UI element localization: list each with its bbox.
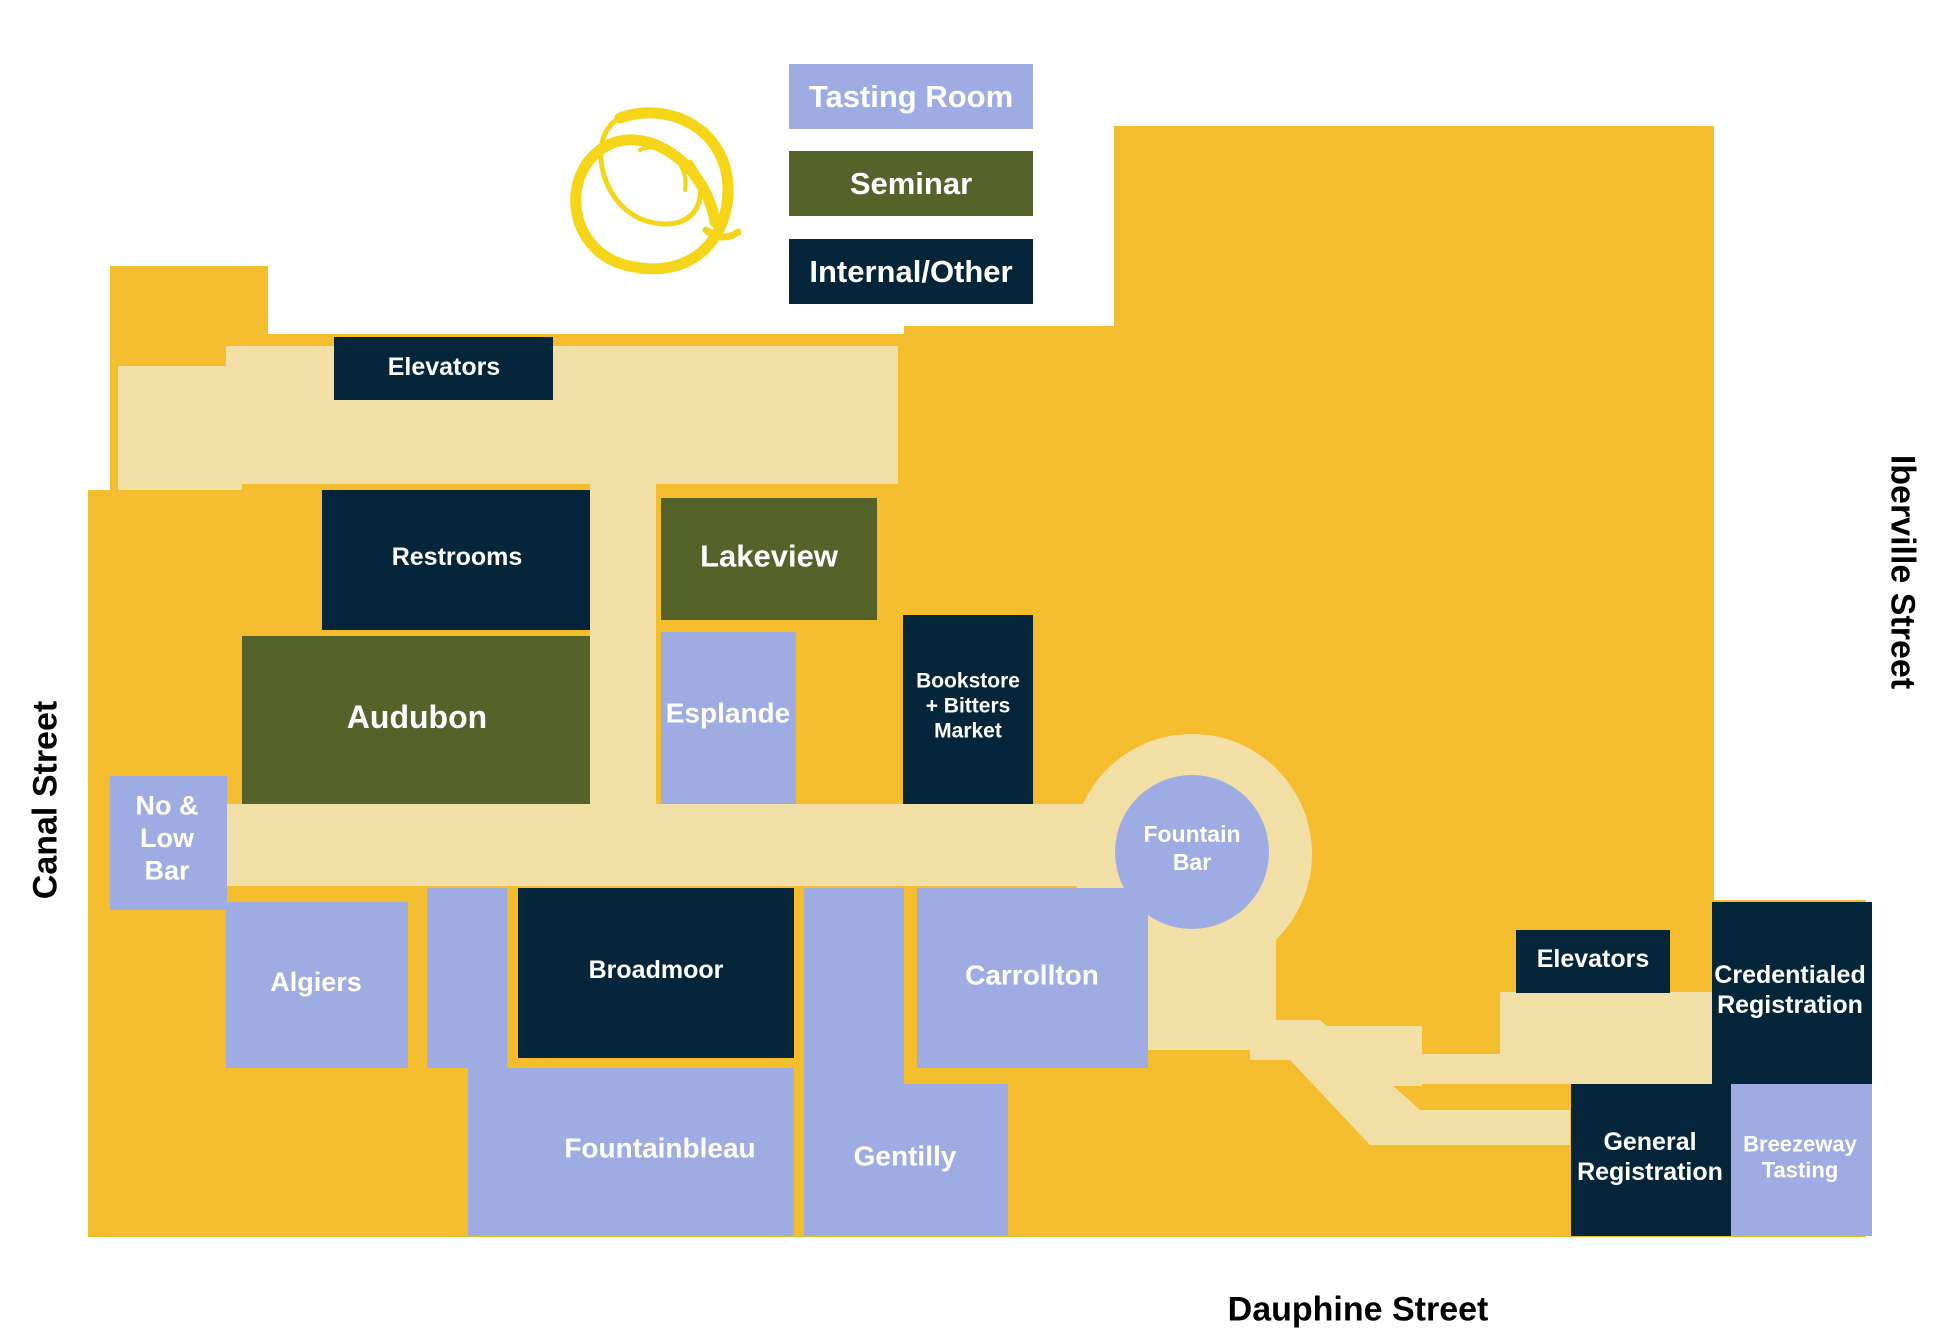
room-label: Bar — [1173, 849, 1211, 875]
rooms: Elevators Restrooms Lakeview Audubon Esp… — [110, 337, 1872, 1236]
room-audubon[interactable]: Audubon — [242, 636, 590, 804]
room-algiers[interactable]: Algiers — [226, 902, 408, 1068]
room-label: Restrooms — [392, 543, 523, 571]
room-label: Elevators — [388, 353, 501, 381]
room-label: Lakeview — [700, 539, 839, 574]
room-restrooms[interactable]: Restrooms — [322, 490, 590, 630]
street-label-iberville: Iberville Street — [1883, 454, 1922, 690]
room-elevators-top[interactable]: Elevators — [334, 337, 553, 400]
room-lakeview[interactable]: Lakeview — [661, 498, 877, 620]
room-label: Bar — [144, 855, 190, 885]
room-gentilly[interactable]: Gentilly — [804, 888, 1008, 1236]
room-label: + Bitters — [926, 695, 1011, 718]
room-label: General — [1603, 1128, 1696, 1156]
room-broadmoor[interactable]: Broadmoor — [518, 888, 794, 1058]
room-label: Low — [140, 823, 195, 853]
swirl-logo-icon — [570, 107, 742, 275]
room-elevators-right[interactable]: Elevators — [1516, 930, 1670, 993]
legend-tasting-room: Tasting Room — [789, 64, 1033, 129]
building-footprint — [88, 126, 1866, 1237]
room-label: No & — [136, 791, 199, 821]
room-label: Esplande — [666, 698, 790, 729]
room-label: Broadmoor — [589, 956, 724, 984]
room-label: Registration — [1577, 1158, 1723, 1186]
room-label: Gentilly — [854, 1141, 957, 1172]
room-label: Algiers — [270, 967, 362, 997]
room-label: Tasting — [1762, 1158, 1839, 1183]
room-esplande[interactable]: Esplande — [661, 632, 796, 804]
room-label: Bookstore — [916, 669, 1020, 692]
room-label: Registration — [1717, 991, 1863, 1019]
room-label: Fountain — [1143, 821, 1240, 847]
room-label: Fountainbleau — [564, 1133, 755, 1164]
room-label: Elevators — [1537, 945, 1650, 973]
street-label-dauphine: Dauphine Street — [1227, 1290, 1489, 1329]
room-label: Credentialed — [1714, 961, 1865, 989]
room-label: Audubon — [347, 699, 487, 735]
room-fountainbleau[interactable]: Fountainbleau — [427, 888, 794, 1236]
room-carrollton[interactable]: Carrollton — [917, 888, 1148, 1068]
legend-internal-other: Internal/Other — [789, 239, 1033, 304]
room-label: Market — [934, 720, 1002, 743]
legend-seminar: Seminar — [789, 151, 1033, 216]
room-label: Breezeway — [1743, 1131, 1858, 1156]
street-label-canal: Canal Street — [26, 700, 65, 900]
room-label: Carrollton — [965, 960, 1099, 991]
